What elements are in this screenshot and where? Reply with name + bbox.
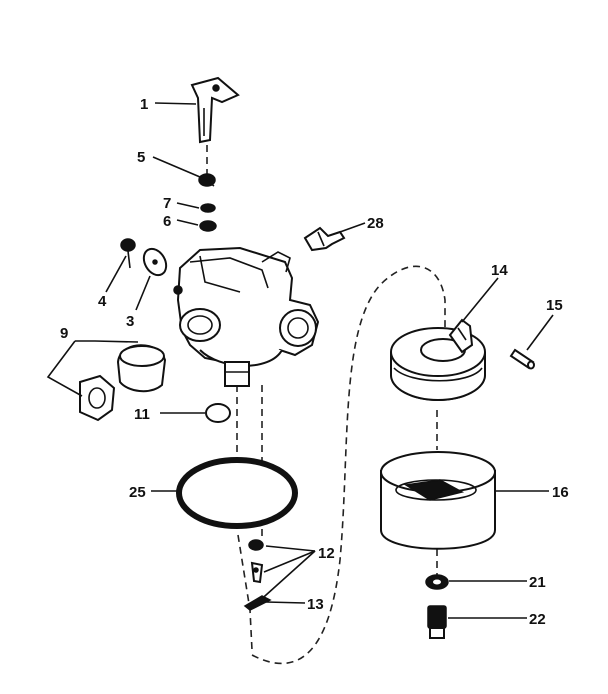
callout-4: 4 <box>98 293 107 310</box>
part-28-screw <box>303 226 346 252</box>
carburetor-body <box>173 246 320 387</box>
part-14-float <box>390 318 486 401</box>
callout-9: 9 <box>60 325 68 342</box>
part-7-washer <box>200 203 216 213</box>
part-21-washer <box>425 574 449 590</box>
callout-22: 22 <box>529 611 546 628</box>
callout-15: 15 <box>546 297 563 314</box>
callout-labels: 1 5 7 6 28 4 3 9 11 25 12 13 14 15 16 21… <box>60 96 569 628</box>
callout-6: 6 <box>163 213 171 230</box>
callout-14: 14 <box>491 262 508 279</box>
part-25-o-ring <box>176 457 298 529</box>
callout-7: 7 <box>163 195 171 212</box>
part-3-gasket <box>142 247 168 277</box>
callout-1: 1 <box>140 96 148 113</box>
leader-lines <box>46 102 554 619</box>
callout-13: 13 <box>307 596 324 613</box>
callout-5: 5 <box>137 149 145 166</box>
part-16-float-bowl <box>380 451 496 550</box>
part-12-needle-seat <box>248 539 264 584</box>
part-11-plug <box>205 403 231 423</box>
callout-12: 12 <box>318 545 335 562</box>
part-22-bowl-nut <box>427 605 447 639</box>
part-9-filter-gasket <box>79 374 116 422</box>
callout-3: 3 <box>126 313 134 330</box>
part-6-seal <box>199 220 217 232</box>
part-15-pin <box>509 348 535 370</box>
callout-25: 25 <box>129 484 146 501</box>
part-5-spring <box>198 173 216 187</box>
assembly-dashed-lines <box>206 145 446 665</box>
callout-11: 11 <box>134 406 150 423</box>
callout-28: 28 <box>367 215 384 232</box>
part-1-choke-shaft <box>190 76 240 144</box>
part-9-filter-cup <box>116 344 167 393</box>
part-4-screw <box>120 238 136 269</box>
callout-16: 16 <box>552 484 569 501</box>
callout-21: 21 <box>529 574 546 591</box>
